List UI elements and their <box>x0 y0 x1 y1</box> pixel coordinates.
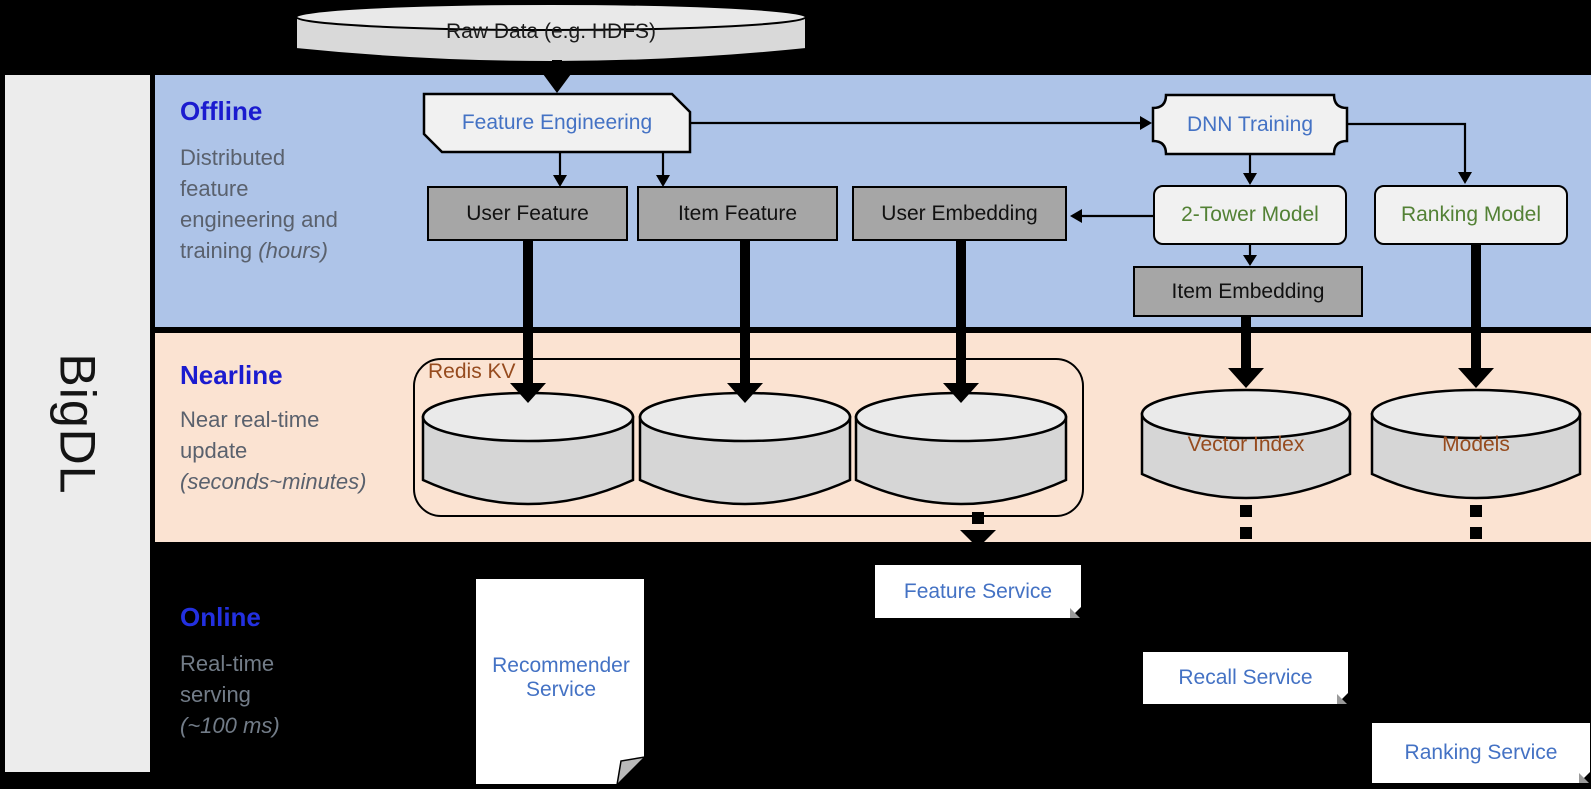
recall-service-label: Recall Service <box>1178 666 1313 689</box>
folded-corner-flap-icon <box>1070 608 1080 618</box>
nearline-title: Nearline <box>180 360 283 390</box>
feature-service-box: Feature Service <box>875 565 1082 619</box>
nearline-subtitle-line: update <box>180 438 248 463</box>
folded-corner-flap-icon <box>1337 694 1347 704</box>
offline-title: Offline <box>180 96 263 126</box>
online-subtitle-line: serving <box>180 682 251 707</box>
offline-subtitle: Distributed feature engineering and trai… <box>180 142 435 266</box>
offline-subtitle-text: training <box>180 238 259 263</box>
ranking-service-label: Ranking Service <box>1404 741 1558 764</box>
nearline-subtitle-italic: (seconds~minutes) <box>180 469 367 494</box>
offline-subtitle-line: engineering and <box>180 207 338 232</box>
online-subtitle-italic: (~100 ms) <box>180 713 280 738</box>
recommender-service-document <box>474 577 648 788</box>
recommender-service-label: Recommender Service <box>492 654 630 701</box>
offline-subtitle-line: training (hours) <box>180 235 435 266</box>
raw-data-cylinder <box>295 3 807 63</box>
recall-service-box: Recall Service <box>1143 652 1349 705</box>
user-embedding-box: User Embedding <box>852 186 1067 241</box>
redis-kv-container <box>413 358 1084 517</box>
nearline-subtitle-line: Near real-time <box>180 407 320 432</box>
online-subtitle-line: Real-time <box>180 651 275 676</box>
feature-service-label: Feature Service <box>903 579 1053 603</box>
offline-subtitle-line: feature <box>180 176 249 201</box>
user-feature-box: User Feature <box>427 186 628 241</box>
ranking-service-box: Ranking Service <box>1372 723 1591 784</box>
bigdl-brand-label: BigDL <box>49 352 106 495</box>
raw-data-label: Raw Data (e.g. HDFS) <box>445 20 657 43</box>
nearline-subtitle: Near real-time update (seconds~minutes) <box>180 404 445 497</box>
two-tower-model-box: 2-Tower Model <box>1153 185 1347 245</box>
offline-subtitle-line: Distributed <box>180 145 286 170</box>
online-title: Online <box>180 602 261 632</box>
ranking-model-box: Ranking Model <box>1374 185 1568 245</box>
item-feature-box: Item Feature <box>637 186 838 241</box>
folded-corner-flap-icon <box>1579 773 1589 783</box>
bigdl-brand-bar: BigDL <box>5 75 150 772</box>
online-subtitle: Real-time serving (~100 ms) <box>180 648 420 741</box>
offline-subtitle-italic: (hours) <box>258 238 328 263</box>
item-embedding-box: Item Embedding <box>1133 266 1363 317</box>
